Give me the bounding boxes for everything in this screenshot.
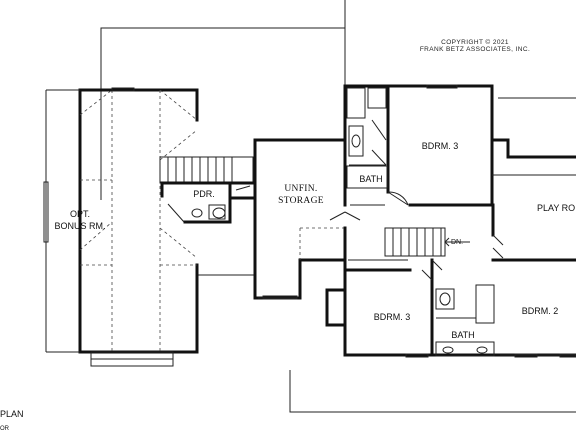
sink-icon xyxy=(442,346,454,354)
bonus-room: OPT. BONUS RM. xyxy=(43,88,199,367)
roof-outline xyxy=(100,0,576,413)
bedroom3-bottom-label: BDRM. 3 xyxy=(374,312,411,322)
sink-icon xyxy=(212,207,226,219)
bedroom3-top-label: BDRM. 3 xyxy=(422,141,459,151)
powder-room: PDR. xyxy=(160,181,232,224)
sink-icon xyxy=(476,346,488,354)
play-room-label: PLAY RO xyxy=(537,203,575,213)
shower-icon xyxy=(367,87,387,109)
bonus-room-label-2: BONUS RM. xyxy=(54,221,105,231)
stair-down-label: DN. xyxy=(451,239,463,246)
tub-icon xyxy=(346,87,366,119)
bonus-room-label-1: OPT. xyxy=(70,209,90,219)
top-bath-label: BATH xyxy=(359,174,382,184)
stair-left xyxy=(159,156,254,184)
tub-icon xyxy=(475,284,495,324)
stair-right: DN. xyxy=(384,227,470,257)
storage-label-2: STORAGE xyxy=(278,196,324,206)
windows xyxy=(111,84,576,358)
door-swings xyxy=(329,191,504,281)
top-bath: BATH xyxy=(346,87,388,189)
plan-title-line-2: OR xyxy=(0,426,10,432)
toilet-icon xyxy=(191,208,203,218)
storage-label-1: UNFIN. xyxy=(284,184,317,194)
copyright-line-1: COPYRIGHT © 2021 xyxy=(441,38,509,46)
hall-connector xyxy=(228,181,257,200)
bottom-bath-label: BATH xyxy=(451,330,474,340)
copyright-line-2: FRANK BETZ ASSOCIATES, INC. xyxy=(420,46,530,53)
powder-room-label: PDR. xyxy=(193,189,215,199)
bedroom2-label: BDRM. 2 xyxy=(522,306,559,316)
bottom-bath: BATH xyxy=(435,284,495,357)
plan-title-line-1: PLAN xyxy=(0,409,24,419)
